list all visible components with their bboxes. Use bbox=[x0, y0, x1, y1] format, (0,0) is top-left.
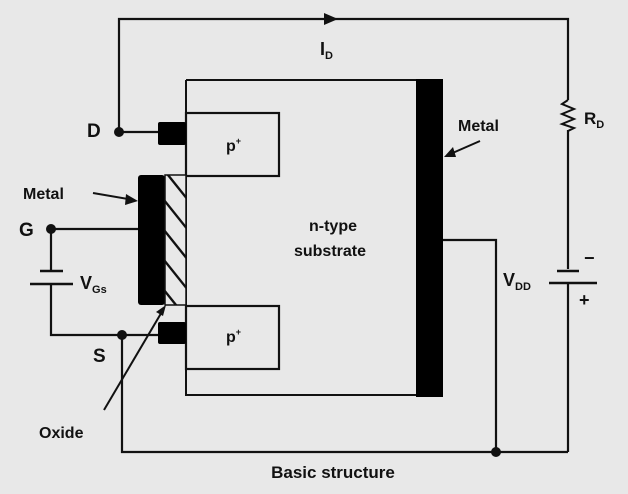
wire-bottom-return bbox=[120, 335, 568, 454]
diagram-caption: Basic structure bbox=[271, 463, 395, 482]
substrate-label-line2: substrate bbox=[294, 243, 366, 260]
p-plus-source-label: p+ bbox=[226, 327, 241, 346]
metal-left-arrowhead-icon bbox=[125, 194, 138, 205]
ground-junction-dot bbox=[491, 447, 501, 457]
current-label: ID bbox=[320, 39, 333, 62]
drain-contact bbox=[158, 122, 186, 145]
metal-left-label: Metal bbox=[23, 186, 64, 203]
current-arrow-icon bbox=[324, 13, 338, 25]
metal-right-label: Metal bbox=[458, 118, 499, 135]
resistor-icon bbox=[559, 99, 577, 132]
p-plus-drain-label: p+ bbox=[226, 136, 241, 155]
gate-terminal-dot bbox=[46, 224, 56, 234]
vdd-minus-label: − bbox=[584, 248, 595, 268]
resistor-label: RD bbox=[584, 109, 604, 131]
vdd-plus-label: + bbox=[579, 290, 590, 310]
oxide-layer bbox=[164, 174, 187, 306]
wire-body-to-ground bbox=[443, 238, 498, 452]
metal-body-contact bbox=[416, 79, 443, 397]
source-terminal-dot bbox=[117, 330, 127, 340]
vdd-label: VDD bbox=[503, 270, 531, 293]
p-plus-source-region bbox=[184, 304, 281, 371]
oxide-label: Oxide bbox=[39, 425, 84, 442]
substrate-label-line1: n-type bbox=[309, 218, 357, 235]
source-contact bbox=[158, 322, 186, 344]
oxide-pointer bbox=[103, 309, 164, 411]
vgs-battery-icon bbox=[30, 269, 73, 286]
gate-terminal-label: G bbox=[19, 220, 34, 241]
wire-drain-loop bbox=[117, 17, 570, 132]
oxide-arrowhead-icon bbox=[156, 305, 166, 316]
p-plus-drain-region bbox=[184, 111, 281, 178]
drain-terminal-label: D bbox=[87, 121, 101, 142]
gate-metal bbox=[138, 175, 165, 305]
metal-right-arrowhead-icon bbox=[444, 147, 456, 157]
drain-terminal-dot bbox=[114, 127, 124, 137]
vgs-label: VGs bbox=[80, 273, 107, 296]
source-terminal-label: S bbox=[93, 346, 106, 367]
vdd-battery-icon bbox=[549, 269, 597, 285]
